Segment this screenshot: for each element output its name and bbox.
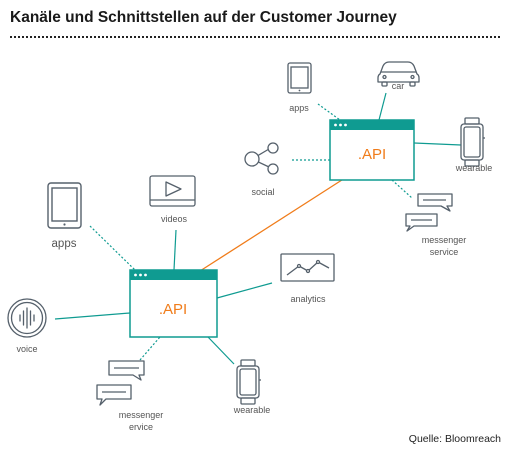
apps-bottom-label: apps (52, 238, 77, 250)
connector-messenger-top (391, 179, 413, 199)
chat-bubbles-icon (96, 360, 145, 406)
video-play-icon (149, 175, 196, 207)
analytics-label: analytics (290, 294, 326, 304)
connector-messenger-bottom (139, 336, 161, 361)
api-hub-top: .API (329, 119, 415, 181)
connector-voice (54, 312, 131, 320)
smartwatch-icon (460, 117, 485, 167)
connector-car (378, 92, 387, 121)
messenger-top-label-2: service (430, 247, 459, 257)
messenger-bottom-label-2: ervice (129, 422, 153, 432)
connector-wearable-bottom (207, 336, 235, 365)
api-hub-bottom-label: .API (159, 301, 187, 318)
connections (54, 92, 462, 365)
videos-label: videos (161, 214, 188, 224)
apps-top-label: apps (289, 103, 309, 113)
messenger-top-label-1: messenger (422, 235, 467, 245)
voice-icon (7, 298, 47, 338)
api-hub-bottom: .API (129, 269, 218, 338)
smartwatch-icon (236, 359, 261, 405)
tablet-icon (287, 62, 312, 94)
connector-apps-top (317, 103, 341, 121)
tablet-icon (47, 182, 82, 229)
voice-label: voice (16, 344, 37, 354)
connector-apps-bottom (89, 225, 136, 271)
social-label: social (251, 187, 274, 197)
page-title: Kanäle und Schnittstellen auf der Custom… (10, 9, 397, 26)
connector-videos (173, 229, 177, 271)
messenger-bottom-label-1: messenger (119, 410, 164, 420)
chat-bubbles-icon (405, 193, 453, 232)
car-label: car (392, 81, 405, 91)
share-icon (244, 142, 279, 175)
wearable-top-label: wearable (455, 163, 493, 173)
connector-wearable-top (413, 142, 462, 146)
api-hub-top-label: .API (358, 146, 386, 163)
line-chart-icon (280, 253, 335, 282)
source-note: Quelle: Bloomreach (408, 433, 501, 445)
wearable-bottom-label: wearable (233, 405, 271, 415)
api-link-line (199, 177, 346, 272)
title-divider (10, 36, 500, 38)
car-icon (377, 61, 420, 87)
connector-analytics (216, 282, 273, 299)
